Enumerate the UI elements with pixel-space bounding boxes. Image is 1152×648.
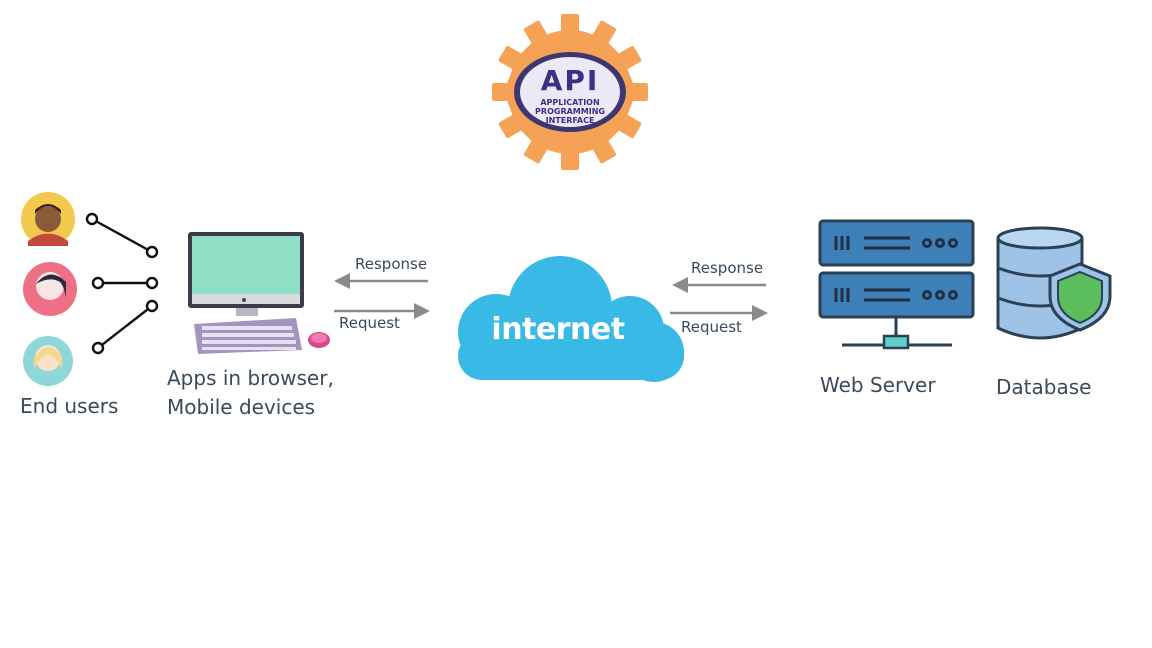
api-line1: APPLICATION bbox=[540, 98, 599, 107]
user-avatar-man-icon bbox=[21, 192, 75, 246]
left-response-label: Response bbox=[355, 255, 428, 273]
user-avatar-blonde-icon bbox=[23, 336, 73, 386]
client-label-line1: Apps in browser, bbox=[167, 366, 334, 390]
right-response-label: Response bbox=[691, 259, 764, 277]
arrow-right-icon bbox=[334, 303, 430, 319]
arrow-left-icon bbox=[334, 273, 428, 289]
gear-icon: API APPLICATION PROGRAMMING INTERFACE bbox=[492, 14, 648, 170]
client-label-line2: Mobile devices bbox=[167, 395, 316, 419]
web-server-label: Web Server bbox=[820, 373, 936, 397]
cloud-icon bbox=[458, 256, 684, 382]
arrow-left-icon bbox=[672, 277, 766, 293]
shield-icon bbox=[1048, 262, 1112, 332]
right-request-label: Request bbox=[681, 318, 742, 336]
api-line2: PROGRAMMING bbox=[535, 107, 605, 116]
user-avatar-woman-icon bbox=[23, 262, 77, 316]
computer-icon bbox=[184, 228, 334, 358]
arrow-right-icon bbox=[670, 305, 768, 321]
left-arrows bbox=[330, 252, 440, 342]
server-icon bbox=[816, 218, 978, 352]
api-logo: API APPLICATION PROGRAMMING INTERFACE bbox=[462, 14, 682, 170]
internet-label: internet bbox=[491, 312, 625, 347]
user-connectors bbox=[85, 212, 159, 355]
right-arrows bbox=[664, 256, 774, 346]
internet-cloud: internet bbox=[440, 250, 692, 384]
end-users-label: End users bbox=[20, 394, 119, 418]
api-line3: INTERFACE bbox=[546, 116, 595, 125]
database-icon bbox=[992, 226, 1116, 346]
api-title: API bbox=[541, 64, 600, 97]
database-label: Database bbox=[996, 375, 1092, 399]
end-users-group bbox=[14, 186, 174, 386]
left-request-label: Request bbox=[339, 314, 400, 332]
